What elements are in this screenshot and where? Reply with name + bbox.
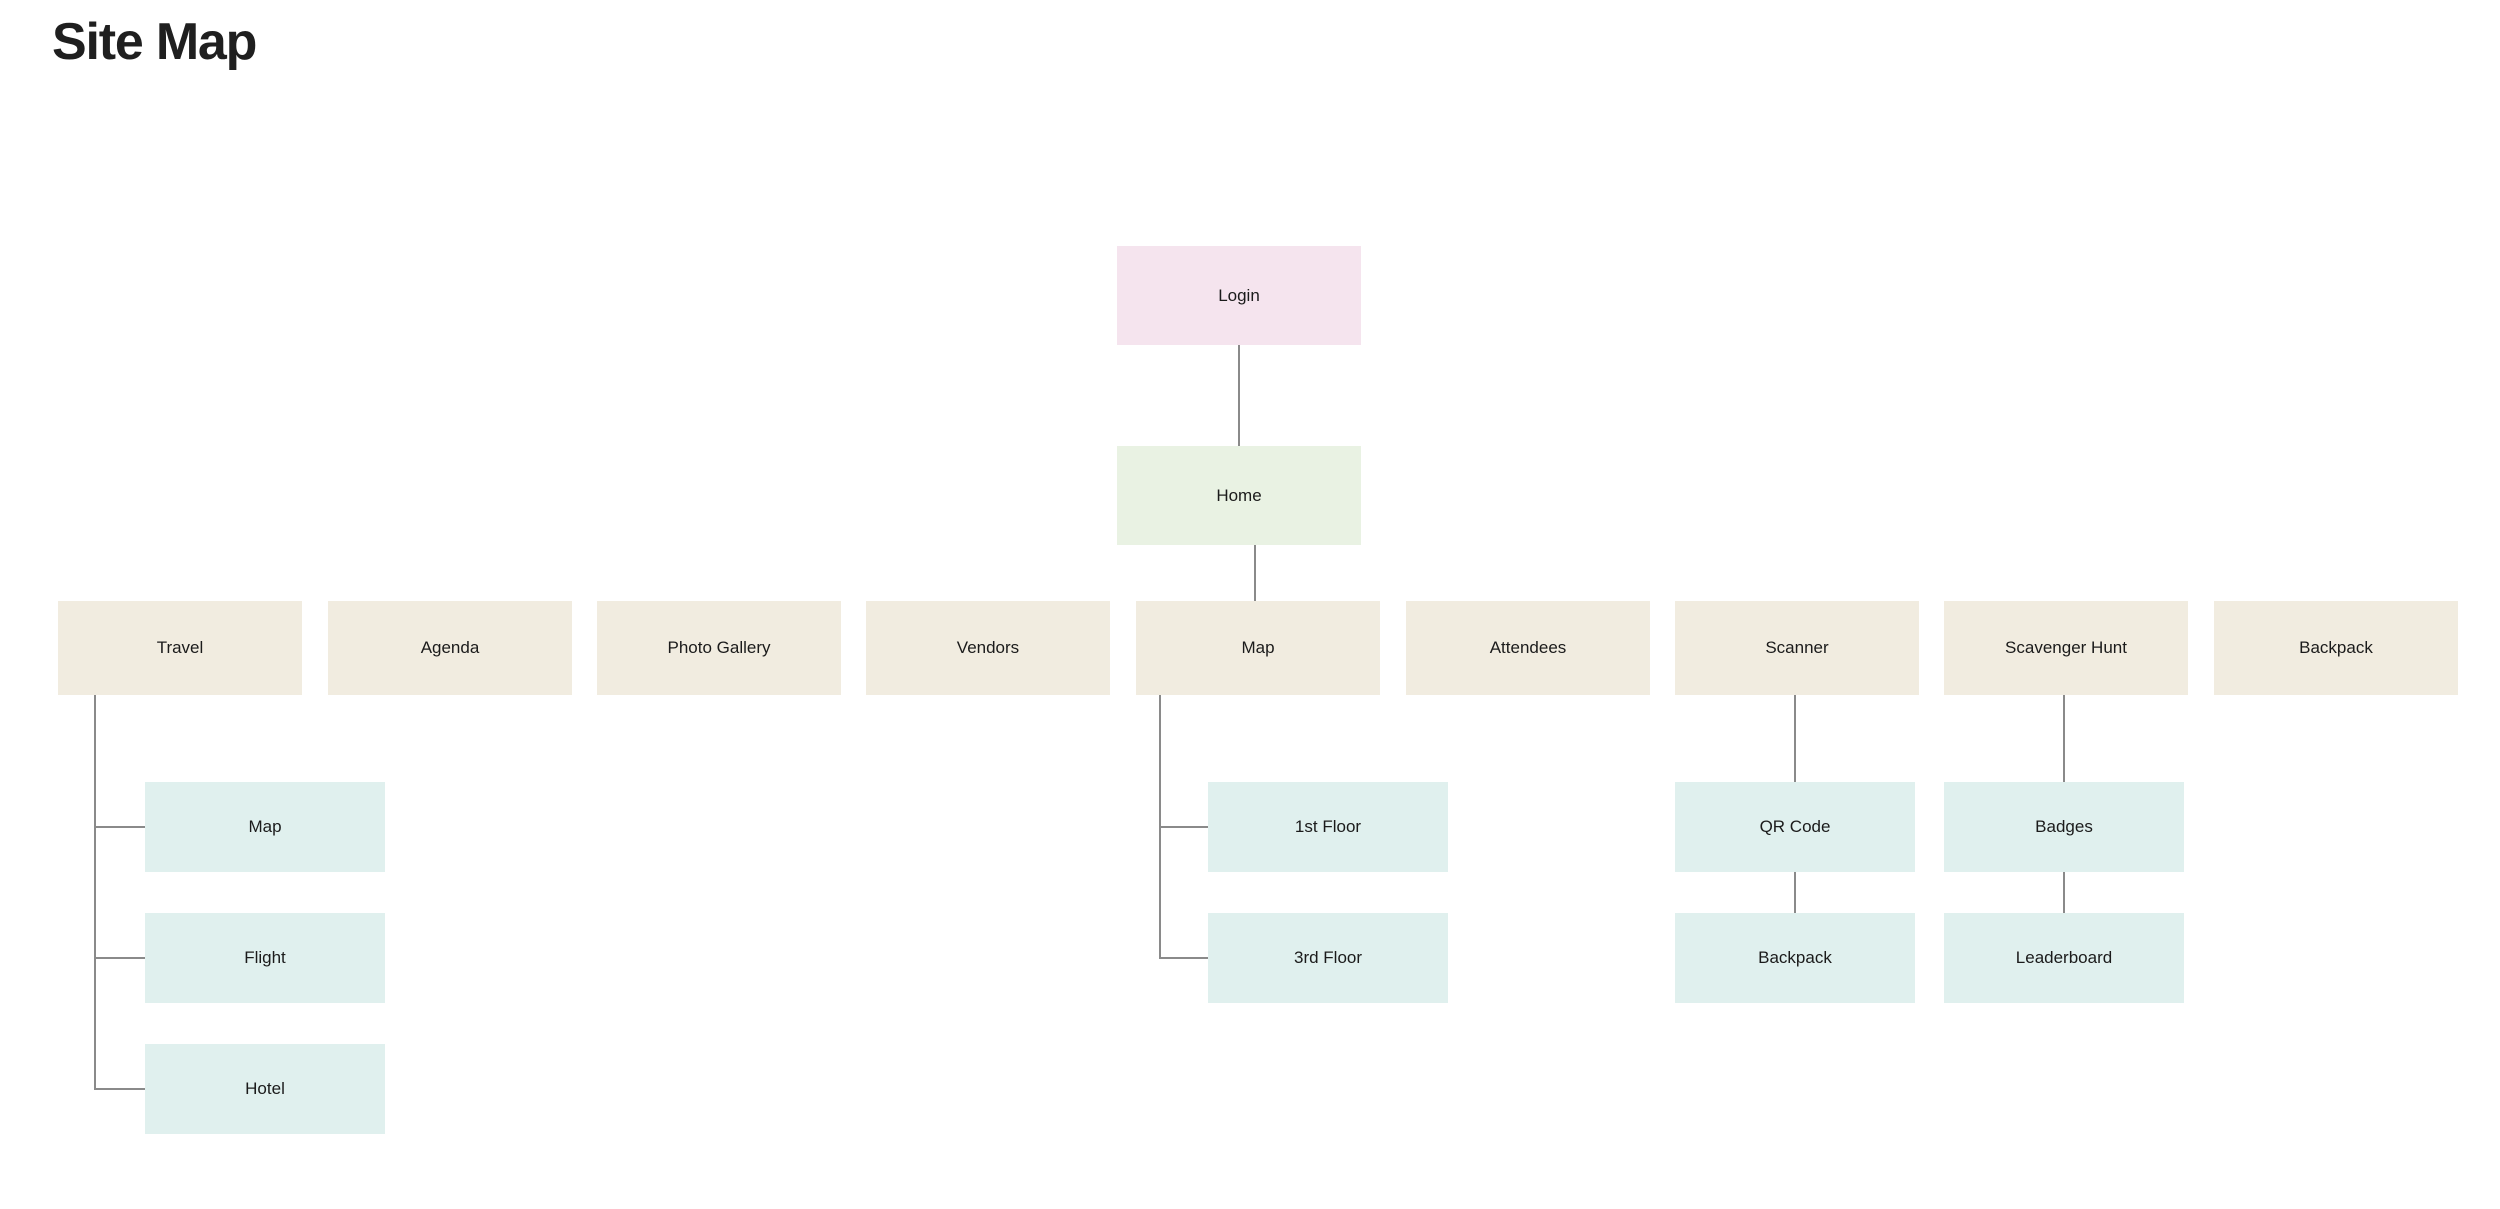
node-label: Flight bbox=[244, 948, 286, 968]
node-label: Agenda bbox=[420, 638, 480, 658]
node-backpack-top[interactable]: Backpack bbox=[2214, 601, 2458, 695]
node-label: Scanner bbox=[1765, 638, 1829, 658]
node-scavenger-hunt[interactable]: Scavenger Hunt bbox=[1944, 601, 2188, 695]
node-travel[interactable]: Travel bbox=[58, 601, 302, 695]
node-label: Map bbox=[1241, 638, 1275, 658]
connector-map-to-map-3rd-floor bbox=[1159, 695, 1208, 959]
node-home[interactable]: Home bbox=[1117, 446, 1361, 545]
node-label: Map bbox=[248, 817, 282, 837]
node-scanner[interactable]: Scanner bbox=[1675, 601, 1919, 695]
node-map[interactable]: Map bbox=[1136, 601, 1380, 695]
node-scanner-qr[interactable]: QR Code bbox=[1675, 782, 1915, 872]
node-label: Leaderboard bbox=[2015, 948, 2113, 968]
node-label: Scavenger Hunt bbox=[2005, 638, 2127, 658]
connector-travel-to-travel-hotel bbox=[94, 695, 145, 1090]
node-label: 3rd Floor bbox=[1293, 948, 1363, 968]
node-label: 1st Floor bbox=[1294, 817, 1362, 837]
node-agenda[interactable]: Agenda bbox=[328, 601, 572, 695]
node-label: Vendors bbox=[956, 638, 1020, 658]
connector-travel-to-travel-map bbox=[94, 695, 145, 828]
node-map-1st-floor[interactable]: 1st Floor bbox=[1208, 782, 1448, 872]
node-sh-badges[interactable]: Badges bbox=[1944, 782, 2184, 872]
page-title: Site Map bbox=[52, 13, 257, 71]
node-attendees[interactable]: Attendees bbox=[1406, 601, 1650, 695]
node-label: Login bbox=[1218, 285, 1260, 305]
node-vendors[interactable]: Vendors bbox=[866, 601, 1110, 695]
node-label: Travel bbox=[156, 638, 204, 658]
node-travel-flight[interactable]: Flight bbox=[145, 913, 385, 1003]
node-label: Attendees bbox=[1489, 638, 1567, 658]
node-map-3rd-floor[interactable]: 3rd Floor bbox=[1208, 913, 1448, 1003]
node-label: Photo Gallery bbox=[667, 638, 771, 658]
node-label: Hotel bbox=[245, 1079, 285, 1099]
node-travel-map[interactable]: Map bbox=[145, 782, 385, 872]
connector-map-to-map-1st-floor bbox=[1159, 695, 1208, 828]
node-label: Backpack bbox=[2299, 638, 2373, 658]
node-photo-gallery[interactable]: Photo Gallery bbox=[597, 601, 841, 695]
node-scanner-backpack[interactable]: Backpack bbox=[1675, 913, 1915, 1003]
node-login[interactable]: Login bbox=[1117, 246, 1361, 345]
connector-travel-to-travel-flight bbox=[94, 695, 145, 959]
node-travel-hotel[interactable]: Hotel bbox=[145, 1044, 385, 1134]
node-label: Home bbox=[1216, 485, 1262, 505]
node-label: QR Code bbox=[1759, 817, 1831, 837]
node-label: Backpack bbox=[1758, 948, 1832, 968]
node-label: Badges bbox=[2035, 817, 2093, 837]
node-sh-leaderboard[interactable]: Leaderboard bbox=[1944, 913, 2184, 1003]
